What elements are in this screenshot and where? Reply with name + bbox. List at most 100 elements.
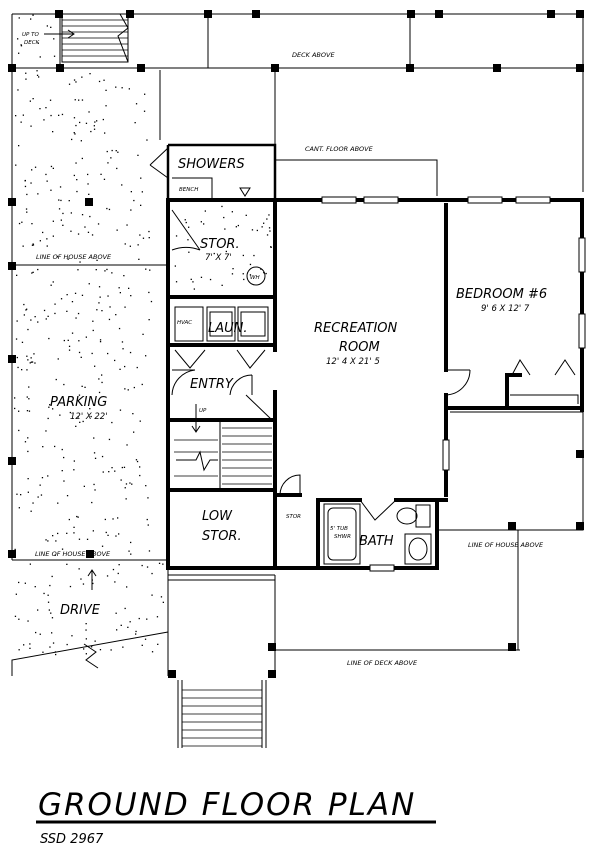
gravel-dot: [91, 352, 93, 355]
gravel-dot: [116, 229, 118, 231]
gravel-dot: [135, 633, 137, 635]
gravel-dot: [123, 275, 125, 277]
gravel-dot: [108, 471, 110, 473]
gravel-dot: [117, 572, 119, 575]
gravel-dot: [124, 388, 126, 390]
gravel-dot: [129, 245, 131, 247]
gravel-dot: [62, 212, 64, 215]
gravel-dot: [83, 485, 85, 487]
gravel-dot: [121, 341, 124, 343]
gravel-dot: [30, 319, 32, 321]
gravel-dot: [77, 312, 80, 315]
gravel-dot: [43, 592, 45, 595]
low-stor-label-2: STOR.: [202, 529, 242, 544]
laundry-appliances: [174, 306, 269, 342]
gravel-dot: [270, 246, 272, 248]
gravel-dot: [57, 358, 59, 360]
gravel-dot: [148, 291, 150, 294]
gravel-dot: [26, 308, 28, 310]
gravel-dot: [156, 616, 159, 618]
gravel-dot: [21, 369, 23, 371]
gravel-dot: [92, 582, 94, 585]
gravel-dot: [223, 216, 225, 219]
gravel-dot: [43, 119, 45, 121]
gravel-dot: [52, 235, 54, 237]
gravel-dot: [50, 26, 52, 28]
gravel-dot: [84, 386, 86, 388]
gravel-dot: [47, 540, 49, 542]
gravel-dot: [99, 649, 102, 651]
gravel-dot: [80, 578, 82, 580]
gravel-dot: [187, 239, 189, 241]
gravel-dot: [107, 295, 109, 297]
gravel-dot: [30, 182, 32, 184]
gravel-dot: [126, 586, 128, 588]
gravel-dot: [15, 593, 17, 595]
gravel-dot: [188, 226, 190, 228]
gravel-dot: [29, 643, 31, 645]
gravel-dot: [14, 615, 17, 617]
gravel-dot: [51, 632, 53, 634]
gravel-dot: [124, 487, 126, 489]
title-block: GROUND FLOOR PLAN SSD 2967: [36, 787, 436, 847]
gravel-dot: [88, 283, 90, 285]
gravel-dot: [68, 345, 71, 347]
gravel-dot: [61, 470, 63, 472]
gravel-dot: [94, 365, 96, 367]
gravel-dot: [245, 214, 247, 216]
interior-stair: [174, 404, 272, 490]
gravel-dot: [71, 301, 74, 303]
gravel-dot: [139, 466, 141, 468]
gravel-dot: [26, 410, 29, 412]
gravel-dot: [49, 99, 52, 101]
gravel-dot: [146, 566, 149, 568]
gravel-dot: [107, 162, 109, 164]
gravel-dot: [73, 79, 76, 81]
gravel-dot: [30, 361, 33, 363]
gravel-dot: [132, 413, 134, 415]
gravel-dot: [60, 199, 62, 202]
gravel-dot: [84, 226, 86, 228]
gravel-dot: [18, 507, 20, 509]
gravel-dot: [121, 184, 123, 186]
gravel-dot: [66, 532, 68, 534]
gravel-dot: [25, 309, 27, 311]
gravel-dot: [32, 14, 34, 16]
gravel-dot: [137, 154, 139, 156]
gravel-dot: [94, 489, 96, 491]
gravel-dot: [39, 240, 41, 242]
gravel-dot: [31, 361, 34, 363]
gravel-dot: [54, 303, 56, 305]
gravel-dot: [91, 501, 93, 504]
gravel-dot: [225, 250, 227, 253]
gravel-dot: [145, 355, 147, 357]
gravel-dot: [127, 626, 129, 628]
gravel-dot: [52, 408, 54, 410]
gravel-dot: [54, 554, 56, 556]
gravel-dot: [81, 385, 83, 387]
gravel-dot: [32, 502, 34, 504]
gravel-dot: [49, 584, 51, 587]
gravel-dot: [52, 642, 55, 644]
gravel-dot: [188, 251, 190, 253]
gravel-dot: [42, 231, 44, 234]
gravel-dot: [151, 594, 153, 596]
gravel-dot: [60, 298, 63, 300]
gravel-dot: [146, 618, 148, 620]
gravel-dot: [85, 653, 87, 655]
gravel-dot: [46, 25, 48, 27]
gravel-dot: [266, 234, 269, 236]
gravel-dot: [69, 411, 71, 414]
gravel-dot: [128, 550, 130, 552]
gravel-dot: [26, 369, 28, 371]
gravel-texture: [14, 14, 272, 656]
recreation-room-label: RECREATION: [314, 321, 398, 336]
gravel-dot: [138, 617, 140, 620]
gravel-dot: [139, 420, 141, 422]
gravel-dot: [56, 256, 59, 258]
gravel-dot: [101, 455, 104, 458]
gravel-dot: [115, 314, 117, 316]
gravel-dot: [98, 391, 101, 394]
gravel-dot: [127, 389, 129, 391]
gravel-dot: [20, 44, 22, 46]
